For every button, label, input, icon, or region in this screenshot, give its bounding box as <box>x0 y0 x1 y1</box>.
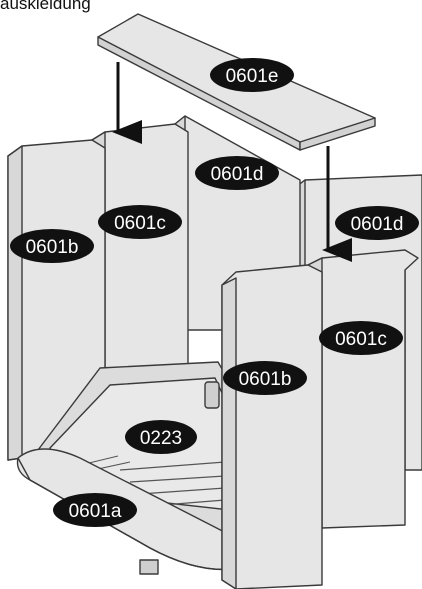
caption: auskleidung <box>0 0 91 13</box>
svg-text:0601a: 0601a <box>69 501 122 522</box>
panel-left-side <box>7 139 106 461</box>
label-grate: 0223 <box>125 420 197 454</box>
svg-text:0601c: 0601c <box>335 329 387 350</box>
svg-text:0601c: 0601c <box>114 213 166 234</box>
svg-text:0601b: 0601b <box>26 237 79 258</box>
svg-text:0223: 0223 <box>140 428 182 449</box>
label-front-right: 0601c <box>319 321 403 355</box>
label-left-side: 0601b <box>10 229 94 263</box>
panel-back-left <box>91 123 189 401</box>
label-back-top: 0601d <box>195 156 279 190</box>
label-front-plate: 0601a <box>53 493 137 527</box>
label-top-lid: 0601e <box>210 58 294 92</box>
svg-text:0601d: 0601d <box>211 164 264 185</box>
svg-text:0601e: 0601e <box>226 66 279 87</box>
panel-front-center <box>221 264 323 589</box>
svg-text:0601d: 0601d <box>351 214 404 235</box>
label-back-left: 0601c <box>98 205 182 239</box>
label-front-center: 0601b <box>223 361 307 395</box>
panel-front-right <box>307 249 419 531</box>
label-right-top: 0601d <box>335 206 419 240</box>
svg-text:0601b: 0601b <box>239 369 292 390</box>
